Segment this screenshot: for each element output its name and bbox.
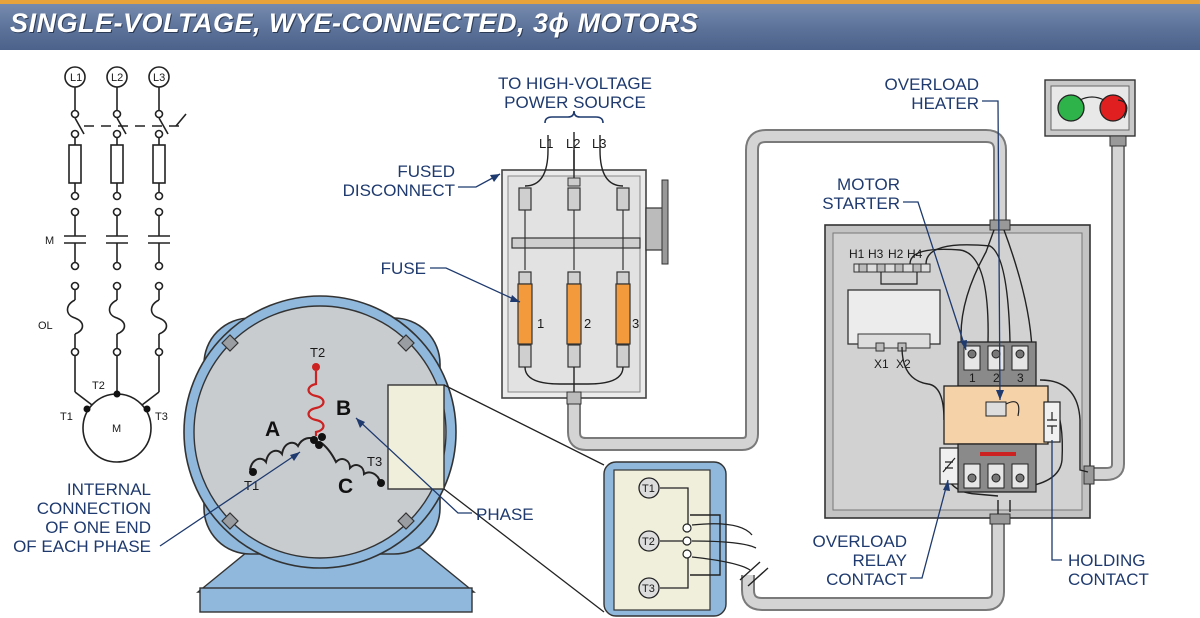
fuse-number-3: 3 [632,316,639,331]
start-button-icon [1057,94,1085,122]
fuse-2 [566,283,582,345]
fused-disconnect-label-2: DISCONNECT [343,181,455,200]
motor-starter-label-1: MOTOR [837,175,900,194]
fuse-number-2: 2 [584,316,591,331]
page-title: SINGLE-VOLTAGE, WYE-CONNECTED, 3ϕ MOTORS [10,8,699,38]
contact-number-2: 2 [993,371,1000,385]
schematic-l3-label: L3 [153,72,165,84]
internal-connection-label-4: OF EACH PHASE [13,537,151,556]
overload-relay-label-1: OVERLOAD [813,532,907,551]
schematic-t1-label: T1 [60,411,73,423]
schematic-motor-label: M [112,423,121,435]
terminal-h2: H2 [888,247,904,261]
fused-disconnect [501,110,669,405]
schematic-dots [83,390,151,413]
terminal-h3: H3 [868,247,884,261]
holding-contact-label-2: CONTACT [1068,570,1149,589]
callout-leaders [159,100,1062,579]
overload-relay-label-3: CONTACT [826,570,907,589]
schematic-m-label: M [45,235,54,247]
fuse-1 [517,283,533,345]
motor-t3-label: T3 [367,454,382,469]
schematic-fuse-2 [110,144,124,184]
box-t2-label: T2 [642,536,655,548]
phase-label: PHASE [476,505,534,524]
terminal-box-detail [603,461,769,617]
motor-t2-label: T2 [310,345,325,360]
title-bar: SINGLE-VOLTAGE, WYE-CONNECTED, 3ϕ MOTORS [0,0,1200,50]
box-t3-label: T3 [642,583,655,595]
internal-connection-label-3: OF ONE END [45,518,151,537]
phase-b-label: B [336,397,351,420]
internal-connection-label-2: CONNECTION [37,499,151,518]
fused-disconnect-label-1: FUSED [397,162,455,181]
fuse-3 [615,283,631,345]
schematic-fuse-3 [152,144,166,184]
fuse-label: FUSE [381,259,426,278]
line-schematic [64,66,187,463]
schematic-t2-label: T2 [92,380,105,392]
schematic-fuse-1 [68,144,82,184]
terminal-h4: H4 [907,247,923,261]
high-voltage-label-2: POWER SOURCE [504,93,646,112]
schematic-ol-label: OL [38,320,53,332]
motor-end-view [183,295,476,613]
wiring-diagram: L1 L2 L3 M OL T1 T2 T3 M [13,66,1149,617]
pushbutton-station [1044,79,1136,147]
terminal-h1: H1 [849,247,865,261]
motor-starter-label-2: STARTER [822,194,900,213]
schematic-t3-label: T3 [155,411,168,423]
callout-labels: TO HIGH-VOLTAGE POWER SOURCE FUSED DISCO… [13,74,1149,589]
overload-heater-label-1: OVERLOAD [885,75,979,94]
terminal-x1: X1 [874,357,889,371]
phase-a-label: A [265,418,280,441]
disconnect-l2-label: L2 [566,136,580,151]
high-voltage-label-1: TO HIGH-VOLTAGE [498,74,652,93]
overload-relay-label-2: RELAY [853,551,908,570]
terminal-x2: X2 [896,357,911,371]
callout-arrowheads [290,174,1004,491]
schematic-l1-label: L1 [70,72,82,84]
contact-number-3: 3 [1017,371,1024,385]
fuse-number-1: 1 [537,316,544,331]
stop-button-icon [1099,94,1127,122]
holding-contact-label-1: HOLDING [1068,551,1145,570]
overload-heater-label-2: HEATER [911,94,979,113]
box-t1-label: T1 [642,483,655,495]
internal-connection-label-1: INTERNAL [67,480,151,499]
schematic-l2-label: L2 [111,72,123,84]
disconnect-l3-label: L3 [592,136,606,151]
contact-number-1: 1 [969,371,976,385]
disconnect-l1-label: L1 [539,136,553,151]
zoom-lines [443,384,605,613]
phase-c-label: C [338,475,353,498]
motor-starter-enclosure [824,219,1095,525]
title-stripe [0,0,1200,4]
conduits [567,129,1125,611]
